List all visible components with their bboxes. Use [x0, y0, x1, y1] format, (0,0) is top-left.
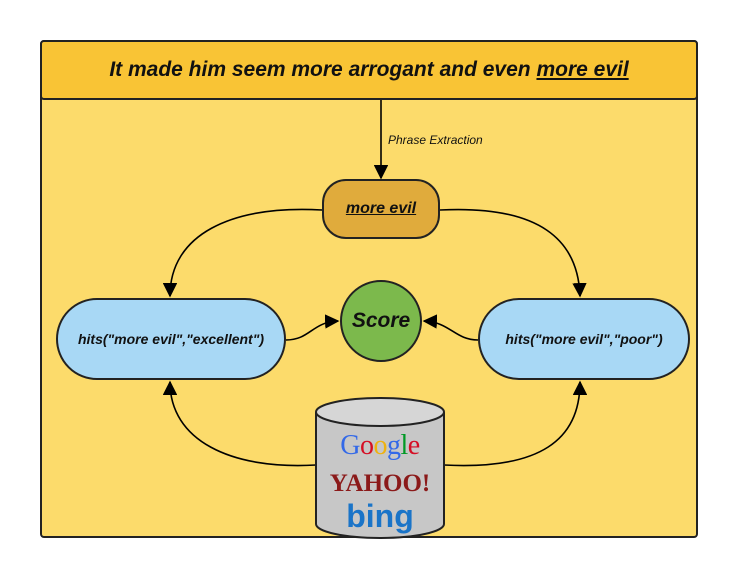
google-logo: Google — [320, 430, 440, 462]
google-letter: g — [387, 430, 401, 461]
score-node: Score — [340, 280, 422, 362]
arrow-engines-to-right — [443, 380, 588, 467]
arrow-phrase-to-left — [162, 208, 323, 298]
arrow-right-to-score — [422, 314, 479, 341]
extracted-phrase-text: more evil — [345, 200, 417, 217]
hits-excellent-text: hits("more evil","excellent") — [77, 331, 265, 347]
yahoo-logo: YAHOO! — [329, 470, 431, 497]
arrow-phrase-to-right — [439, 208, 587, 298]
google-letter: G — [340, 430, 360, 461]
hits-poor-node: hits("more evil","poor") — [478, 298, 690, 380]
arrow-left-to-score — [285, 314, 340, 341]
header-banner: It made him seem more arrogant and even … — [40, 40, 698, 100]
bing-logo: bing — [346, 498, 414, 534]
phrase-extraction-label: Phrase Extraction — [388, 133, 483, 147]
header-sentence: It made him seem more arrogant and even … — [109, 58, 628, 82]
google-letter: o — [373, 430, 388, 461]
hits-excellent-node: hits("more evil","excellent") — [56, 298, 286, 380]
google-letter: o — [360, 430, 374, 461]
header-highlighted-phrase: more evil — [536, 58, 629, 81]
extracted-phrase-node: more evil — [322, 179, 440, 239]
google-letter: l — [400, 430, 409, 461]
arrow-engines-to-left — [162, 380, 317, 467]
header-sentence-prefix: It made him seem more arrogant and even — [109, 58, 537, 81]
search-engine-database — [315, 397, 445, 539]
hits-poor-text: hits("more evil","poor") — [505, 331, 663, 347]
google-letter: e — [407, 430, 420, 461]
score-text: Score — [351, 309, 411, 332]
